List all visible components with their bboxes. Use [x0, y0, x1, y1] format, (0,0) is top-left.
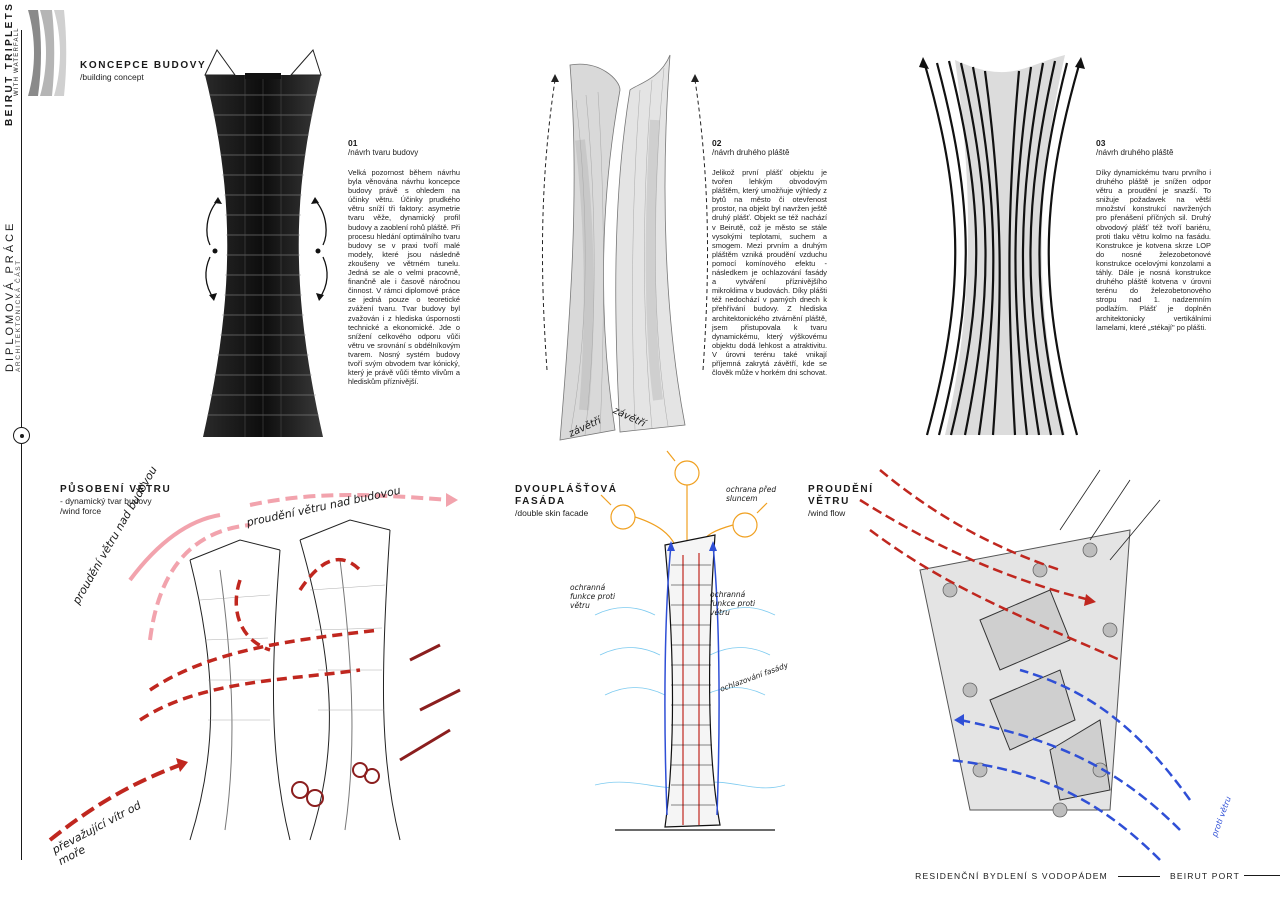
wind-arrows-right	[311, 197, 328, 301]
wind-arrows-left	[205, 197, 222, 301]
wind-force-title: PŮSOBENÍ VĚTRU	[60, 484, 172, 495]
footer: RESIDENČNÍ BYDLENÍ S VODOPÁDEM BEIRUT PO…	[915, 871, 1240, 881]
project-subtitle: WITH WATERFALL	[14, 27, 20, 96]
double-skin-title-1: DVOUPLÁŠŤOVÁ	[515, 484, 618, 495]
annot-protective-right: ochranná funkce proti větru	[710, 590, 756, 617]
rail-node	[13, 427, 30, 444]
block-03-text: Díky dynamickému tvaru prvního i druhého…	[1096, 168, 1211, 332]
wind-flow-plan-sketch	[859, 469, 1192, 861]
footer-right: BEIRUT PORT	[1169, 871, 1240, 881]
wind-flow-title-2: VĚTRU	[808, 496, 850, 507]
wind-force-sub2: /wind force	[60, 506, 102, 516]
footer-left: RESIDENČNÍ BYDLENÍ S VODOPÁDEM	[915, 871, 1108, 881]
double-skin-title-2: FASÁDA	[515, 496, 566, 507]
wind-force-sub1: - dynamický tvar budovy	[60, 496, 152, 506]
double-skin-sketch	[594, 450, 786, 831]
footer-divider	[1117, 875, 1160, 877]
concept-title: KONCEPCE BUDOVY	[80, 60, 207, 71]
annot-wind-right: proti větru	[1210, 795, 1233, 839]
double-skin-sub: /double skin facade	[515, 508, 589, 518]
wind-flow-sub: /wind flow	[808, 508, 846, 518]
footer-tail-line	[1244, 875, 1280, 876]
block-01-title: /návrh tvaru budovy	[348, 148, 419, 157]
block-01-number: 01	[348, 138, 358, 148]
block-03-number: 03	[1096, 138, 1106, 148]
block-02-text: Jelikož první plášť objektu je tvořen le…	[712, 168, 828, 378]
wind-flow-title-1: PROUDĚNÍ	[808, 484, 874, 495]
annot-sun-shade: ochrana před sluncem	[726, 485, 777, 503]
annot-protective-left: ochranná funkce proti větru	[570, 583, 616, 610]
project-logo	[28, 10, 67, 96]
thesis-subtitle: ARCHITEKTONICKÁ ČÁST	[15, 259, 22, 372]
concept-subtitle: /building concept	[80, 72, 144, 82]
block-01-text: Velká pozornost během návrhu byla věnová…	[348, 168, 460, 387]
second-skin-wind-arrows	[541, 74, 709, 371]
lamella-skin-render	[919, 55, 1085, 436]
second-skin-render	[559, 54, 686, 441]
tower-elevation-render	[203, 49, 323, 437]
block-02-number: 02	[712, 138, 722, 148]
rail-line	[21, 30, 22, 860]
block-03-title: /návrh druhého pláště	[1096, 148, 1174, 157]
block-02-title: /návrh druhého pláště	[712, 148, 790, 157]
wind-force-sketch	[48, 493, 461, 842]
